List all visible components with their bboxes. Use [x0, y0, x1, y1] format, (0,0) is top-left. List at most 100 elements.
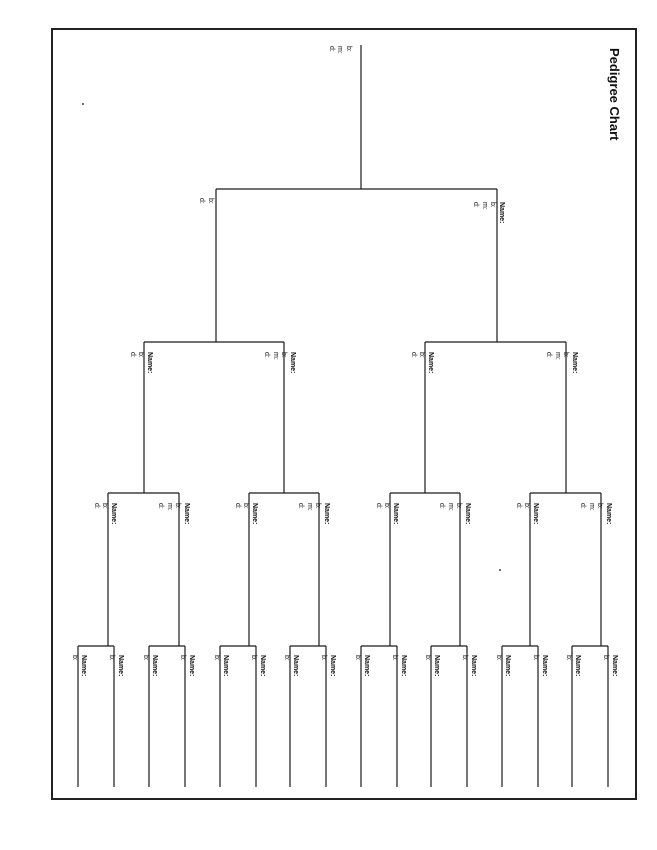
label-died: d: — [93, 503, 100, 509]
label-died: d: — [234, 503, 241, 509]
person-22-label: Name:b: — [319, 655, 337, 677]
label-born: b: — [565, 655, 573, 661]
person-9-label: Name:b:d: — [92, 503, 117, 525]
label-name: Name: — [433, 655, 440, 677]
label-died: d: — [129, 352, 136, 358]
label-name: Name: — [117, 655, 124, 677]
label-married: m: — [336, 46, 344, 54]
person-25-label: Name:b: — [353, 655, 371, 676]
page-title: Pedigree Chart — [607, 48, 622, 141]
label-born: b: — [108, 655, 116, 661]
label-name: Name: — [289, 352, 296, 374]
person-26-label: Name:b: — [460, 655, 478, 677]
label-married: m: — [447, 503, 454, 511]
person-30-label: Name:b: — [601, 655, 619, 676]
label-died: d: — [579, 503, 587, 509]
person-2-label: Name:b:m:d: — [471, 202, 506, 224]
label-name: Name: — [151, 655, 158, 677]
label-born: b: — [455, 503, 463, 509]
person-7-label: Name:b:d: — [409, 352, 434, 373]
label-born: b: — [523, 503, 531, 509]
label-born: b: — [532, 655, 540, 661]
label-name: Name: — [605, 503, 612, 525]
label-born: b: — [383, 503, 391, 509]
label-name: Name: — [532, 503, 539, 525]
person-28-label: Name:b: — [531, 655, 549, 677]
person-12-label: Name:b:m:d: — [437, 503, 472, 525]
label-name: Name: — [498, 202, 505, 224]
person-24-label: Name:b: — [390, 655, 408, 677]
label-born: b: — [280, 352, 288, 358]
label-name: Name: — [470, 655, 477, 677]
label-name: Name: — [329, 655, 336, 677]
label-born: b: — [314, 503, 322, 509]
label-born: b: — [424, 655, 432, 661]
label-name: Name: — [574, 655, 581, 677]
label-born: b: — [250, 655, 258, 661]
label-married: m: — [554, 352, 561, 360]
person-8-label: Name:b:m:d: — [156, 503, 191, 525]
label-born: b: — [320, 655, 328, 661]
label-born: b: — [179, 655, 187, 661]
label-married: m: — [306, 503, 313, 511]
person-23-label: Name:b: — [282, 655, 300, 677]
person-11-label: Name:b:d: — [233, 503, 258, 524]
label-died: d: — [263, 352, 271, 358]
label-name: Name: — [146, 352, 153, 374]
label-born: b: — [174, 503, 182, 509]
label-name: Name: — [400, 655, 407, 677]
label-born: b: — [354, 655, 362, 661]
label-born: b: — [283, 655, 291, 661]
label-born: b: — [71, 655, 79, 661]
label-born: b: — [461, 655, 469, 661]
label-died: d: — [297, 503, 305, 509]
label-married: m: — [272, 352, 279, 360]
label-born: b: — [207, 198, 214, 204]
person-21-label: Name:b: — [212, 655, 230, 677]
label-died: d: — [375, 503, 382, 509]
person-14-label: Name:b:m:d: — [578, 503, 613, 525]
label-born: b: — [602, 655, 610, 661]
person-17-label: Name:b: — [70, 655, 88, 677]
person-19-label: Name:b: — [141, 655, 159, 677]
label-name: Name: — [541, 655, 548, 677]
label-died: d: — [198, 198, 206, 204]
label-born: b: — [562, 352, 570, 358]
label-name: Name: — [110, 503, 117, 525]
label-name: Name: — [464, 503, 471, 525]
speck — [82, 103, 84, 105]
label-born: b: — [495, 655, 503, 661]
label-born: b: — [391, 655, 399, 661]
label-married: m: — [588, 503, 595, 511]
person-10-label: Name:b:m:d: — [296, 503, 331, 524]
person-6-label: Name:b:m:d: — [544, 352, 579, 374]
person-27-label: Name:b: — [423, 655, 441, 677]
speck — [499, 569, 501, 571]
label-born: b: — [596, 503, 604, 509]
label-name: Name: — [80, 655, 87, 677]
label-died: d: — [472, 202, 480, 208]
label-name: Name: — [183, 503, 190, 525]
label-born: b: — [418, 352, 426, 358]
label-born: b: — [213, 655, 221, 661]
label-died: d: — [438, 503, 446, 509]
label-died: d: — [410, 352, 417, 358]
label-died: d: — [545, 352, 553, 358]
label-name: Name: — [188, 655, 195, 677]
person-3-label: b:d: — [197, 198, 215, 204]
label-born: b: — [137, 352, 145, 358]
label-name: Name: — [292, 655, 299, 677]
label-born: b: — [142, 655, 150, 661]
label-name: Name: — [222, 655, 229, 677]
label-name: Name: — [504, 655, 511, 677]
label-born: b: — [242, 503, 250, 509]
label-name: Name: — [259, 655, 266, 677]
label-born: b: — [345, 46, 352, 52]
person-20-label: Name:b: — [249, 655, 267, 677]
label-name: Name: — [571, 352, 578, 374]
label-name: Name: — [392, 503, 399, 525]
label-married: m: — [166, 503, 173, 511]
label-died: d: — [157, 503, 165, 509]
label-died: d: — [328, 46, 335, 52]
